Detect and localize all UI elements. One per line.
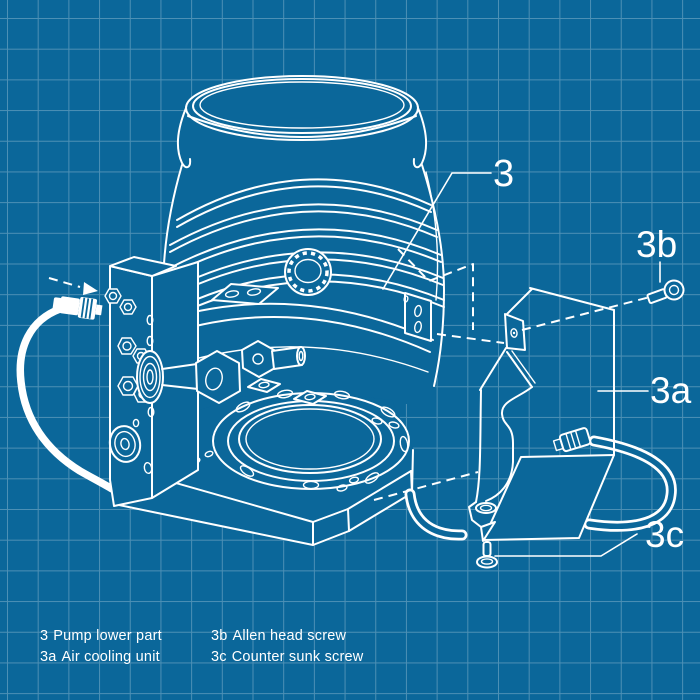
air-cooling-unit-drawing xyxy=(468,287,615,542)
insert-arrow-icon xyxy=(83,282,98,295)
callout-label-3b: 3b xyxy=(636,224,678,265)
knob-icon xyxy=(284,248,332,296)
power-plug-icon xyxy=(52,296,103,320)
legend-text-3: Pump lower part xyxy=(53,628,162,644)
power-cable xyxy=(16,305,116,493)
legend-ref-3a: 3a xyxy=(40,649,57,665)
callout-label-3c: 3c xyxy=(645,514,685,555)
vent-port-fittings xyxy=(136,340,306,404)
legend-ref-3b: 3b xyxy=(211,628,228,644)
cooling-unit-screw-tab xyxy=(504,313,526,351)
legend-text-3c: Counter sunk screw xyxy=(231,649,364,665)
cooling-plug-icon xyxy=(552,427,592,453)
countersunk-hole-washer xyxy=(475,502,497,514)
countersunk-screw-icon xyxy=(476,541,498,569)
legend-ref-3: 3 xyxy=(40,628,49,644)
leader-lines xyxy=(382,172,661,557)
cooling-cable xyxy=(404,435,677,541)
cooling-unit-foot xyxy=(468,501,497,542)
leader-line-3c xyxy=(494,533,638,557)
legend-text-3b: Allen head screw xyxy=(232,628,347,644)
side-mount-tab xyxy=(403,292,432,342)
allen-head-screw-icon xyxy=(646,279,685,305)
legend-text-3a: Air cooling unit xyxy=(61,649,160,665)
power-socket xyxy=(104,288,137,315)
callout-label-3a: 3a xyxy=(650,370,692,411)
callout-label-3: 3 xyxy=(493,153,515,195)
inlet-flange xyxy=(176,75,428,169)
legend-ref-3c: 3c xyxy=(211,649,227,665)
cooling-unit-lower-panel xyxy=(482,454,615,541)
electrical-connector xyxy=(108,425,142,463)
leader-line-3 xyxy=(382,172,492,290)
electronic-drive-unit xyxy=(104,256,199,507)
assembly-dashed-lines xyxy=(48,248,651,501)
mounting-lug xyxy=(211,283,279,305)
